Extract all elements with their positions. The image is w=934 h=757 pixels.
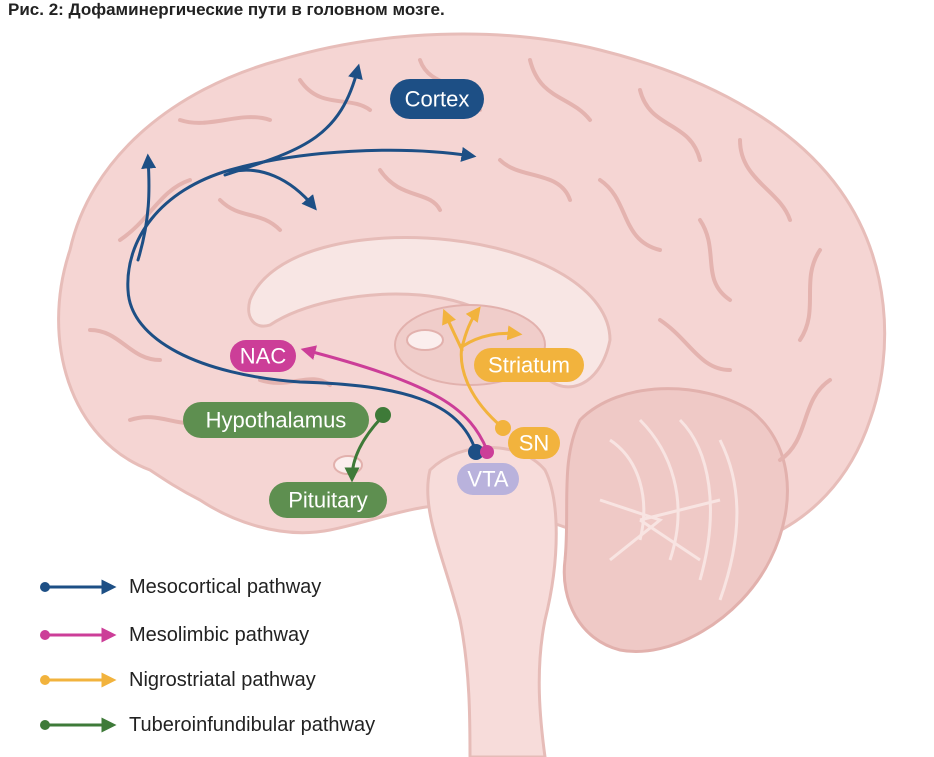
- brainstem-shape: [426, 446, 558, 757]
- mesocortical-branch-front: [136, 153, 157, 262]
- mesocortical-pathway: [126, 63, 484, 460]
- hypothalamus-label: Hypothalamus: [183, 402, 369, 438]
- brain-anatomy: [57, 32, 887, 757]
- legend-item-mesocortical: Mesocortical pathway: [40, 576, 321, 598]
- cerebellum-shape: [562, 387, 789, 653]
- svg-text:Cortex: Cortex: [405, 87, 470, 112]
- legend: Mesocortical pathway Mesolimbic pathway …: [40, 576, 375, 736]
- nigrostriatal-branch-left: [442, 308, 464, 352]
- vta-label: VTA: [457, 463, 519, 495]
- svg-text:Pituitary: Pituitary: [288, 488, 367, 513]
- tuberoinfundibular-line: [344, 414, 385, 483]
- striatum-label: Striatum: [474, 348, 584, 382]
- mesolimbic-line: [300, 345, 489, 452]
- svg-text:SN: SN: [519, 431, 550, 456]
- cerebellum-folds: [599, 418, 739, 601]
- nigrostriatal-branch-mid: [460, 306, 481, 350]
- tuberoinfundibular-origin-dot: [375, 407, 391, 423]
- svg-text:Hypothalamus: Hypothalamus: [206, 408, 347, 433]
- mesolimbic-pathway: [300, 345, 494, 459]
- sn-label: SN: [508, 427, 560, 459]
- pituitary-label: Pituitary: [269, 482, 387, 518]
- corpus-callosum: [247, 236, 612, 389]
- nigrostriatal-trunk: [459, 343, 505, 430]
- svg-text:Nigrostriatal pathway: Nigrostriatal pathway: [129, 669, 316, 691]
- mesocortical-branch-mid: [228, 168, 317, 211]
- svg-text:NAC: NAC: [240, 344, 287, 369]
- figure-caption: Рис. 2: Дофаминергические пути в головно…: [8, 0, 445, 19]
- legend-item-nigrostriatal: Nigrostriatal pathway: [40, 669, 316, 691]
- mesocortical-main-trunk: [126, 147, 478, 454]
- anterior-commissure: [406, 329, 444, 351]
- legend-item-tuberoinfundibular: Tuberoinfundibular pathway: [40, 714, 375, 736]
- svg-text:VTA: VTA: [467, 467, 508, 492]
- cortex-label: Cortex: [390, 79, 484, 119]
- tuberoinfundibular-pathway: [344, 407, 391, 483]
- svg-text:Striatum: Striatum: [488, 353, 570, 378]
- nigrostriatal-branch-right: [461, 325, 523, 348]
- svg-text:Mesocortical pathway: Mesocortical pathway: [129, 576, 321, 598]
- pituitary-gland: [333, 455, 363, 475]
- nigrostriatal-pathway: [442, 306, 523, 436]
- nigrostriatal-origin-dot: [495, 420, 511, 436]
- svg-text:Tuberoinfundibular pathway: Tuberoinfundibular pathway: [129, 714, 375, 736]
- svg-text:Mesolimbic pathway: Mesolimbic pathway: [129, 624, 309, 646]
- mesocortical-branch-top: [223, 63, 363, 177]
- nac-label: NAC: [230, 340, 296, 372]
- legend-item-mesolimbic: Mesolimbic pathway: [40, 624, 309, 646]
- mesocortical-origin-dot: [468, 444, 484, 460]
- mesolimbic-origin-dot: [480, 445, 494, 459]
